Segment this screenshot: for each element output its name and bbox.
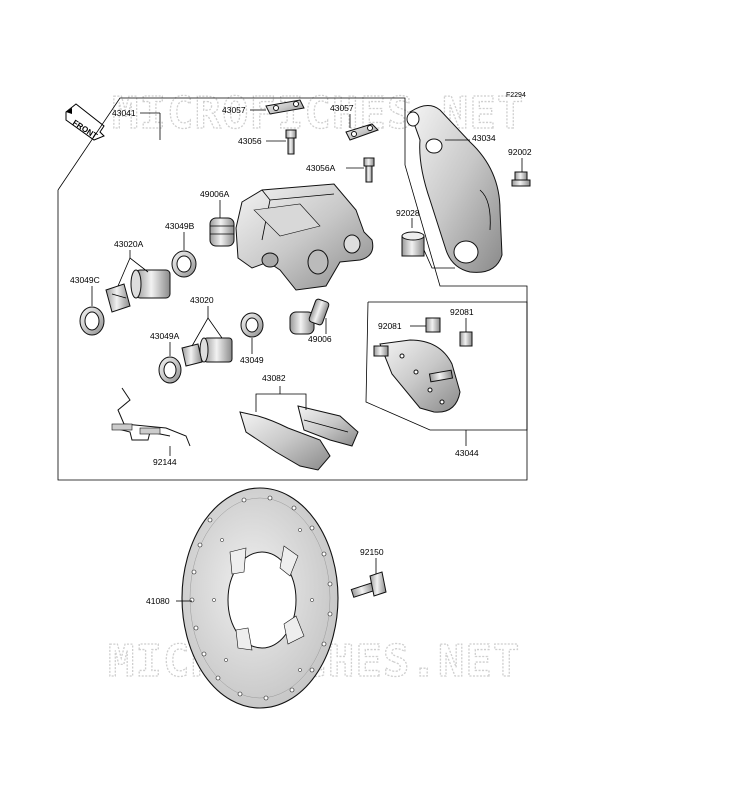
pad-holder-group-outline [365, 301, 528, 431]
bleed-valve-43056 [285, 129, 297, 155]
clip-92081-right [459, 331, 473, 347]
label-43034: 43034 [472, 133, 496, 143]
cap-plate-43057-right [345, 123, 379, 141]
label-43082: 43082 [262, 373, 286, 383]
piston-43020A [105, 269, 171, 313]
disc-bolt-92150 [350, 571, 387, 598]
seal-43049B [171, 250, 197, 278]
label-43057-left: 43057 [222, 105, 246, 115]
label-43041: 43041 [112, 108, 136, 118]
caliper-bracket-43034 [406, 105, 503, 273]
caliper-body [235, 183, 374, 291]
front-arrow-icon: FRONT [65, 103, 105, 141]
label-43049C: 43049C [70, 275, 100, 285]
seal-43049C [79, 306, 105, 336]
label-43020A: 43020A [114, 239, 144, 249]
label-92081-left: 92081 [378, 321, 402, 331]
clip-92081-left [425, 317, 441, 333]
label-43049A: 43049A [150, 331, 180, 341]
label-43056A: 43056A [306, 163, 336, 173]
seal-43049 [240, 312, 264, 338]
cap-plate-43057-left [265, 99, 305, 115]
diagram-code: F2294 [506, 92, 526, 99]
caliper-group-outline [57, 97, 528, 481]
seal-43049A [158, 356, 182, 384]
brake-pads-43082 [239, 405, 359, 471]
boot-49006 [289, 298, 330, 335]
label-92002: 92002 [508, 147, 532, 157]
label-43056: 43056 [238, 136, 262, 146]
label-92150: 92150 [360, 547, 384, 557]
sleeve-92028 [401, 231, 425, 257]
bleed-valve-43056A [363, 157, 375, 183]
label-43049B: 43049B [165, 221, 195, 231]
watermark-top: MICROFICHES.NET [112, 88, 524, 139]
label-43044: 43044 [455, 448, 479, 458]
label-43049: 43049 [240, 355, 264, 365]
bolt-92002 [511, 171, 531, 187]
label-92144: 92144 [153, 457, 177, 467]
label-49006: 49006 [308, 334, 332, 344]
label-49006A: 49006A [200, 189, 230, 199]
pad-spring-92144 [111, 387, 191, 447]
piston-43020 [181, 337, 233, 367]
label-43020: 43020 [190, 295, 214, 305]
label-41080: 41080 [146, 596, 170, 606]
brake-disc-41080 [181, 487, 339, 709]
boot-49006A [209, 217, 235, 247]
label-43057-right: 43057 [330, 103, 354, 113]
support-43044 [373, 339, 461, 413]
label-92028: 92028 [396, 208, 420, 218]
label-92081-right: 92081 [450, 307, 474, 317]
